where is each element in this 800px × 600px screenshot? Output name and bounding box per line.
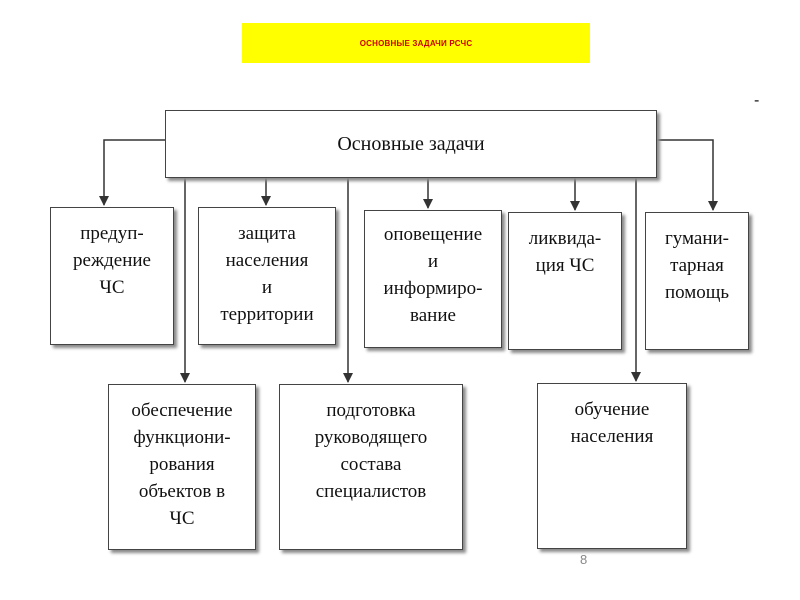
dash-mark: - (754, 92, 760, 109)
title-banner-text: ОСНОВНЫЕ ЗАДАЧИ РСЧС (359, 38, 473, 48)
box-label: подготовка руководящего состава специали… (314, 400, 428, 502)
box-functioning: обеспечение функциони- рования объектов … (108, 384, 256, 550)
box-humanitarian: гумани- тарная помощь (645, 212, 749, 350)
arrow-to-humanitarian (657, 139, 718, 211)
box-label: оповещение и информиро- вание (383, 224, 483, 326)
box-label: предуп- реждение ЧС (73, 223, 151, 298)
title-banner: ОСНОВНЫЕ ЗАДАЧИ РСЧС (242, 23, 590, 63)
root-label: Основные задачи (337, 132, 485, 155)
box-label: обеспечение функциони- рования объектов … (131, 400, 233, 529)
root-box-main-tasks: Основные задачи (165, 110, 657, 178)
page-number: 8 (580, 552, 588, 567)
box-label: гумани- тарная помощь (664, 228, 730, 303)
box-liquidation: ликвида- ция ЧС (508, 212, 622, 350)
box-label: ликвида- ция ЧС (528, 228, 602, 276)
box-label: защита населения и территории (220, 223, 314, 325)
box-notification: оповещение и информиро- вание (364, 210, 502, 348)
box-protection: защита населения и территории (198, 207, 336, 345)
arrow-to-prevention (99, 139, 165, 206)
box-label: обучение населения (570, 399, 654, 447)
box-prevention: предуп- реждение ЧС (50, 207, 174, 345)
box-population-training: обучение населения (537, 383, 687, 549)
box-training-staff: подготовка руководящего состава специали… (279, 384, 463, 550)
